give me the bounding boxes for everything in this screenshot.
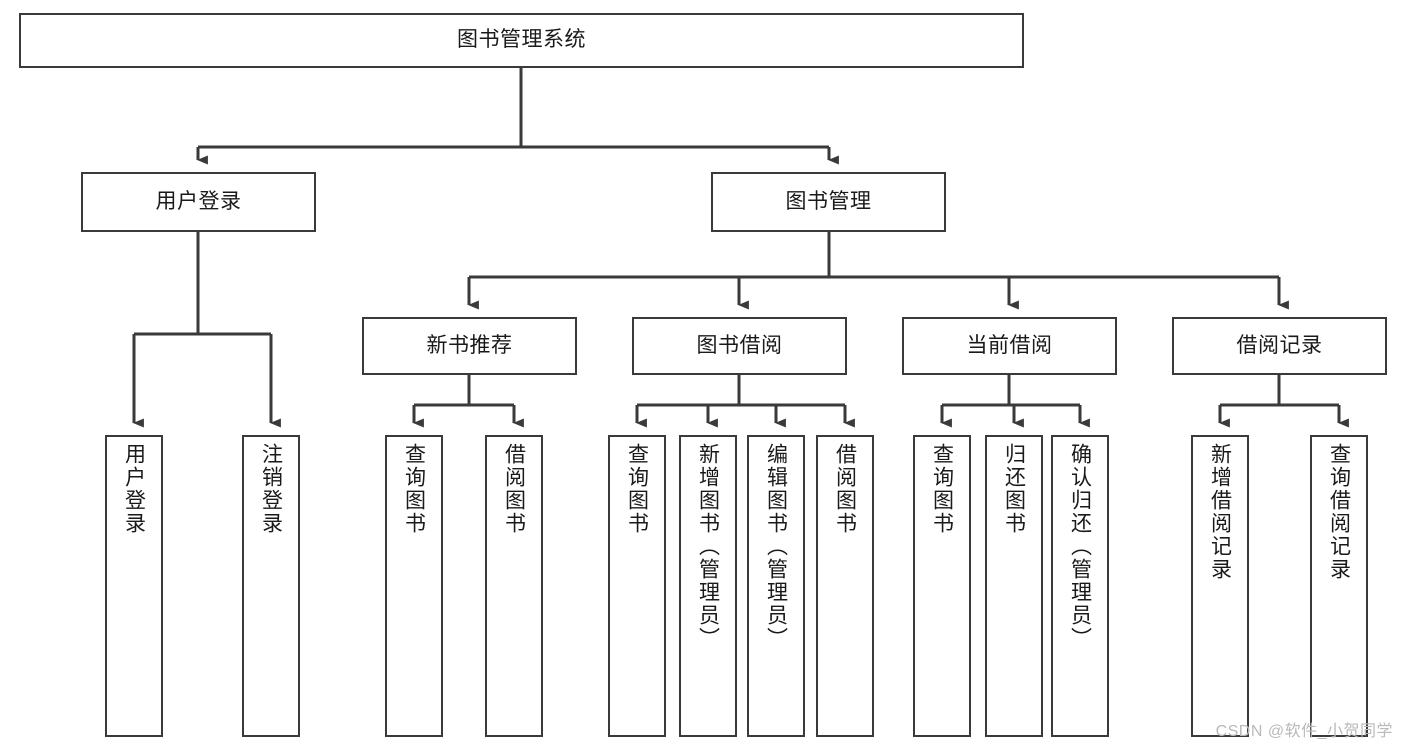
node-book-borrow-label: 图书借阅 — [696, 333, 783, 357]
watermark: CSDN @软件_小贺同学 — [1215, 723, 1393, 740]
leaf-node[interactable]: 确认归还（管理员） — [1051, 435, 1109, 737]
node-book-management[interactable]: 图书管理 — [711, 172, 946, 232]
leaf-node-label: 借阅图书 — [502, 443, 526, 535]
leaf-node-label: 查询图书 — [402, 443, 426, 535]
node-book-management-label: 图书管理 — [785, 189, 872, 213]
node-borrow-record[interactable]: 借阅记录 — [1172, 317, 1387, 375]
leaf-node-label: 归还图书 — [1002, 443, 1026, 535]
node-current-borrow[interactable]: 当前借阅 — [902, 317, 1117, 375]
leaf-node[interactable]: 查询图书 — [385, 435, 443, 737]
leaf-node-label: 编辑图书（管理员） — [764, 443, 788, 650]
leaf-node-label: 新增借阅记录 — [1208, 443, 1232, 581]
leaf-node-label: 新增图书（管理员） — [696, 443, 720, 650]
leaf-node[interactable]: 编辑图书（管理员） — [747, 435, 805, 737]
leaf-node[interactable]: 借阅图书 — [485, 435, 543, 737]
leaf-node-label: 确认归还（管理员） — [1068, 443, 1092, 650]
node-root-label: 图书管理系统 — [457, 28, 586, 52]
leaf-node[interactable]: 注销登录 — [242, 435, 300, 737]
leaf-node-label: 查询借阅记录 — [1327, 443, 1351, 581]
leaf-node[interactable]: 查询借阅记录 — [1310, 435, 1368, 737]
leaf-node-label: 注销登录 — [259, 443, 283, 535]
node-current-borrow-label: 当前借阅 — [966, 333, 1053, 357]
leaf-node[interactable]: 新增借阅记录 — [1191, 435, 1249, 737]
leaf-node-label: 查询图书 — [930, 443, 954, 535]
leaf-node[interactable]: 查询图书 — [608, 435, 666, 737]
node-root[interactable]: 图书管理系统 — [19, 13, 1024, 68]
node-book-borrow[interactable]: 图书借阅 — [632, 317, 847, 375]
leaf-node[interactable]: 新增图书（管理员） — [679, 435, 737, 737]
leaf-node-label: 借阅图书 — [833, 443, 857, 535]
node-borrow-record-label: 借阅记录 — [1236, 333, 1323, 357]
leaf-node-label: 用户登录 — [122, 443, 146, 535]
node-user-login[interactable]: 用户登录 — [81, 172, 316, 232]
node-new-book-recommend-label: 新书推荐 — [426, 333, 513, 357]
node-new-book-recommend[interactable]: 新书推荐 — [362, 317, 577, 375]
leaf-node[interactable]: 用户登录 — [105, 435, 163, 737]
leaf-node[interactable]: 归还图书 — [985, 435, 1043, 737]
leaf-node-label: 查询图书 — [625, 443, 649, 535]
leaf-node[interactable]: 查询图书 — [913, 435, 971, 737]
node-user-login-label: 用户登录 — [155, 189, 242, 213]
leaf-node[interactable]: 借阅图书 — [816, 435, 874, 737]
